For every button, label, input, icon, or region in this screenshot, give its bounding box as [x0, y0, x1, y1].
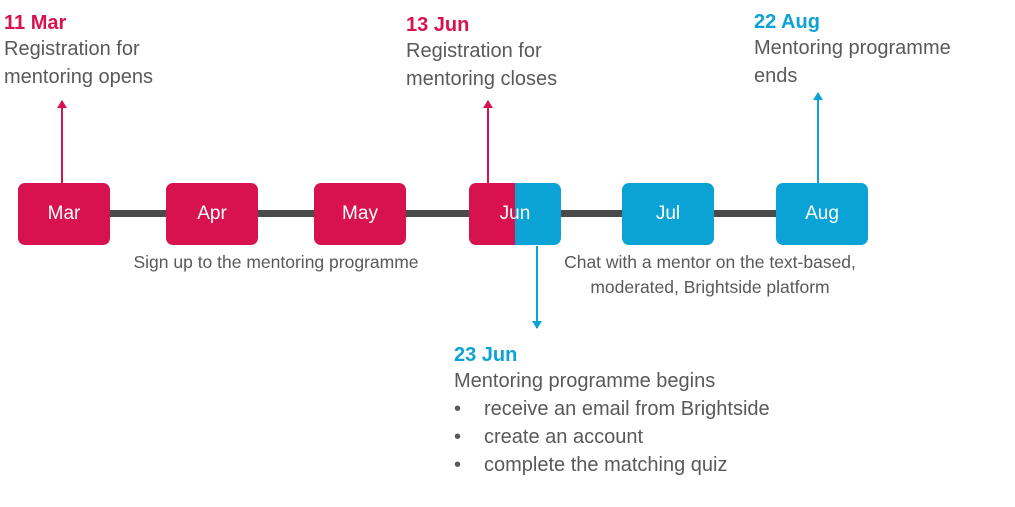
arrow-up-icon: [483, 100, 493, 183]
event-date: 22 Aug: [754, 11, 820, 33]
arrow-up-icon: [813, 92, 823, 183]
month-label: Mar: [47, 203, 81, 224]
month-label: Jul: [655, 203, 681, 224]
timeline-bar: [60, 210, 825, 217]
month-may: May: [314, 183, 406, 245]
month-jun: Jun: [469, 183, 561, 245]
event-programme-begins: 23 Jun Mentoring programme begins receiv…: [454, 343, 770, 479]
event-date: 23 Jun: [454, 344, 518, 366]
event-date: 11 Mar: [4, 12, 67, 34]
event-bullets: receive an email from Brightside create …: [454, 395, 770, 479]
bullet-item: create an account: [454, 423, 770, 451]
event-desc-line: Registration for: [406, 40, 542, 62]
arrow-up-icon: [57, 100, 67, 183]
phase-chat-line: moderated, Brightside platform: [590, 277, 830, 297]
event-date: 13 Jun: [406, 14, 470, 36]
month-label: Jun: [499, 203, 531, 224]
bullet-item: complete the matching quiz: [454, 451, 770, 479]
month-label: May: [342, 203, 378, 224]
event-registration-opens: 11 Mar Registration for mentoring opens: [4, 11, 153, 91]
event-desc-line: ends: [754, 65, 798, 87]
event-desc-line: mentoring closes: [406, 68, 558, 90]
month-aug: Aug: [776, 183, 868, 245]
event-desc-line: Mentoring programme: [754, 37, 951, 59]
event-title: Mentoring programme begins: [454, 370, 716, 392]
arrow-down-icon: [532, 246, 542, 329]
month-label: Aug: [805, 203, 839, 224]
month-apr: Apr: [166, 183, 258, 245]
phase-chat-line: Chat with a mentor on the text-based,: [564, 252, 856, 272]
event-desc-line: Registration for: [4, 38, 140, 60]
phase-chat: Chat with a mentor on the text-based, mo…: [532, 250, 888, 300]
month-label: Apr: [197, 203, 227, 224]
phase-signup: Sign up to the mentoring programme: [133, 252, 419, 272]
month-mar: Mar: [18, 183, 110, 245]
bullet-item: receive an email from Brightside: [454, 395, 770, 423]
event-programme-ends: 22 Aug Mentoring programme ends: [754, 10, 951, 90]
event-registration-closes: 13 Jun Registration for mentoring closes: [406, 13, 557, 93]
month-jul: Jul: [622, 183, 714, 245]
event-desc-line: mentoring opens: [4, 66, 153, 88]
